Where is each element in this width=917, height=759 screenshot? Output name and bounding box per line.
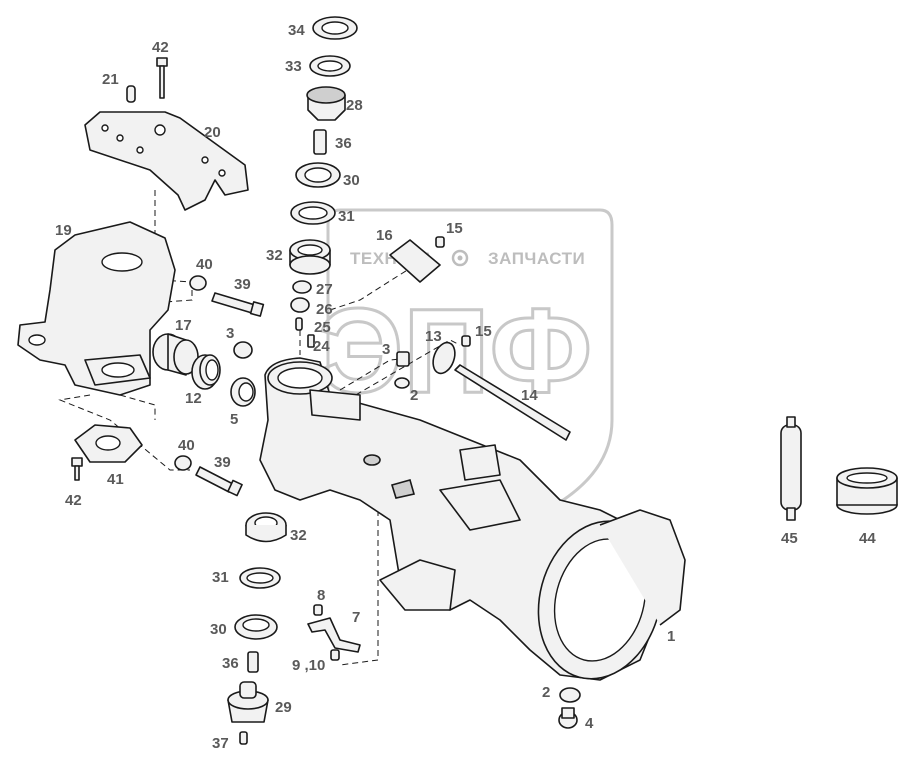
callout-24: 24 — [313, 338, 330, 355]
callout-9-10: 9 ,10 — [292, 657, 325, 674]
callout-42-top: 42 — [152, 39, 169, 56]
spring-36-bottom — [247, 651, 259, 673]
fitting-3-right — [396, 351, 410, 367]
callout-14: 14 — [521, 387, 538, 404]
callout-33: 33 — [285, 58, 302, 75]
callout-1: 1 — [667, 628, 675, 645]
callout-30-top: 30 — [343, 172, 360, 189]
callout-36-top: 36 — [335, 135, 352, 152]
bearing-30-bottom — [234, 614, 278, 640]
bracket-7 — [307, 617, 361, 653]
washer-26 — [290, 297, 310, 313]
callout-labels: 1 2 2 3 3 4 5 7 8 9 ,10 12 13 14 15 15 1… — [55, 22, 876, 752]
callout-37: 37 — [212, 735, 229, 752]
plug-4 — [558, 707, 578, 729]
bolt-42-lower — [71, 457, 83, 481]
callout-25: 25 — [314, 319, 331, 336]
callout-41: 41 — [107, 471, 124, 488]
bearing-32-bottom — [245, 512, 287, 543]
grease-fitting-3-left — [233, 341, 253, 359]
steering-arm-bracket — [84, 111, 249, 211]
steering-knuckle — [17, 221, 176, 396]
pin-25 — [295, 317, 303, 331]
callout-20: 20 — [204, 124, 221, 141]
callout-4: 4 — [585, 715, 594, 732]
grease-tube-45 — [780, 416, 802, 521]
bolt-42-top — [156, 57, 168, 99]
callout-7: 7 — [352, 609, 360, 626]
callout-16: 16 — [376, 227, 393, 244]
callout-2-right: 2 — [410, 387, 418, 404]
bolt-39-upper — [211, 292, 265, 317]
spring-36-top — [313, 129, 327, 155]
ring-31-top — [290, 201, 336, 225]
washer-2-bottom — [559, 687, 581, 703]
kingpin-cap-28 — [306, 86, 346, 121]
callout-32-bottom: 32 — [290, 527, 307, 544]
nut-40-lower — [174, 455, 192, 471]
callout-29: 29 — [275, 699, 292, 716]
callout-13: 13 — [425, 328, 442, 345]
callout-27: 27 — [316, 281, 333, 298]
callout-31-bottom: 31 — [212, 569, 229, 586]
bushing-5 — [230, 377, 256, 407]
callout-40-upper: 40 — [196, 256, 213, 273]
callout-31-top: 31 — [338, 208, 355, 225]
ring-31-bottom — [239, 567, 281, 589]
callout-19: 19 — [55, 222, 72, 239]
washer-2-right — [394, 377, 410, 389]
bushing-12 — [191, 354, 221, 390]
axle-housing — [259, 357, 686, 681]
callout-21: 21 — [102, 71, 119, 88]
screw-37 — [239, 731, 248, 745]
seal-34 — [312, 16, 358, 40]
callout-40-lower: 40 — [178, 437, 195, 454]
callout-32-top: 32 — [266, 247, 283, 264]
callout-15-mid: 15 — [475, 323, 492, 340]
callout-26: 26 — [316, 301, 333, 318]
callout-28: 28 — [346, 97, 363, 114]
bolt-39-lower — [195, 466, 243, 497]
screw-24 — [307, 334, 315, 348]
cup-44 — [836, 467, 898, 515]
callout-30-bottom: 30 — [210, 621, 227, 638]
kingpin-29 — [227, 681, 269, 723]
nut-27 — [292, 280, 312, 294]
callout-3-left: 3 — [226, 325, 234, 342]
cover-plate-16 — [389, 239, 441, 283]
nut-40-upper — [189, 275, 207, 291]
screw-15-top — [435, 236, 445, 248]
callout-8: 8 — [317, 587, 325, 604]
callout-39-lower: 39 — [214, 454, 231, 471]
cover-disc-13 — [432, 341, 456, 375]
nut-9-10 — [330, 649, 340, 661]
bushing-17 — [152, 333, 199, 376]
gear-icon — [451, 249, 469, 267]
callout-44: 44 — [859, 530, 876, 547]
callout-3-right: 3 — [382, 341, 390, 358]
callout-12: 12 — [185, 390, 202, 407]
gasket-14 — [454, 364, 571, 441]
watermark-brand-right: ЗАПЧАСТИ — [488, 249, 585, 268]
plate-41 — [74, 424, 143, 463]
callout-2-bottom: 2 — [542, 684, 550, 701]
screw-8 — [313, 604, 323, 616]
screw-15-mid — [461, 335, 471, 347]
callout-36-bottom: 36 — [222, 655, 239, 672]
pin-21 — [126, 85, 136, 103]
callout-45: 45 — [781, 530, 798, 547]
bearing-32-top — [289, 239, 331, 275]
ring-33 — [309, 55, 351, 77]
callout-17: 17 — [175, 317, 192, 334]
bearing-30-top — [295, 162, 341, 188]
callout-15-top: 15 — [446, 220, 463, 237]
callout-39-upper: 39 — [234, 276, 251, 293]
callout-42-bottom: 42 — [65, 492, 82, 509]
callout-5: 5 — [230, 411, 238, 428]
callout-34: 34 — [288, 22, 305, 39]
